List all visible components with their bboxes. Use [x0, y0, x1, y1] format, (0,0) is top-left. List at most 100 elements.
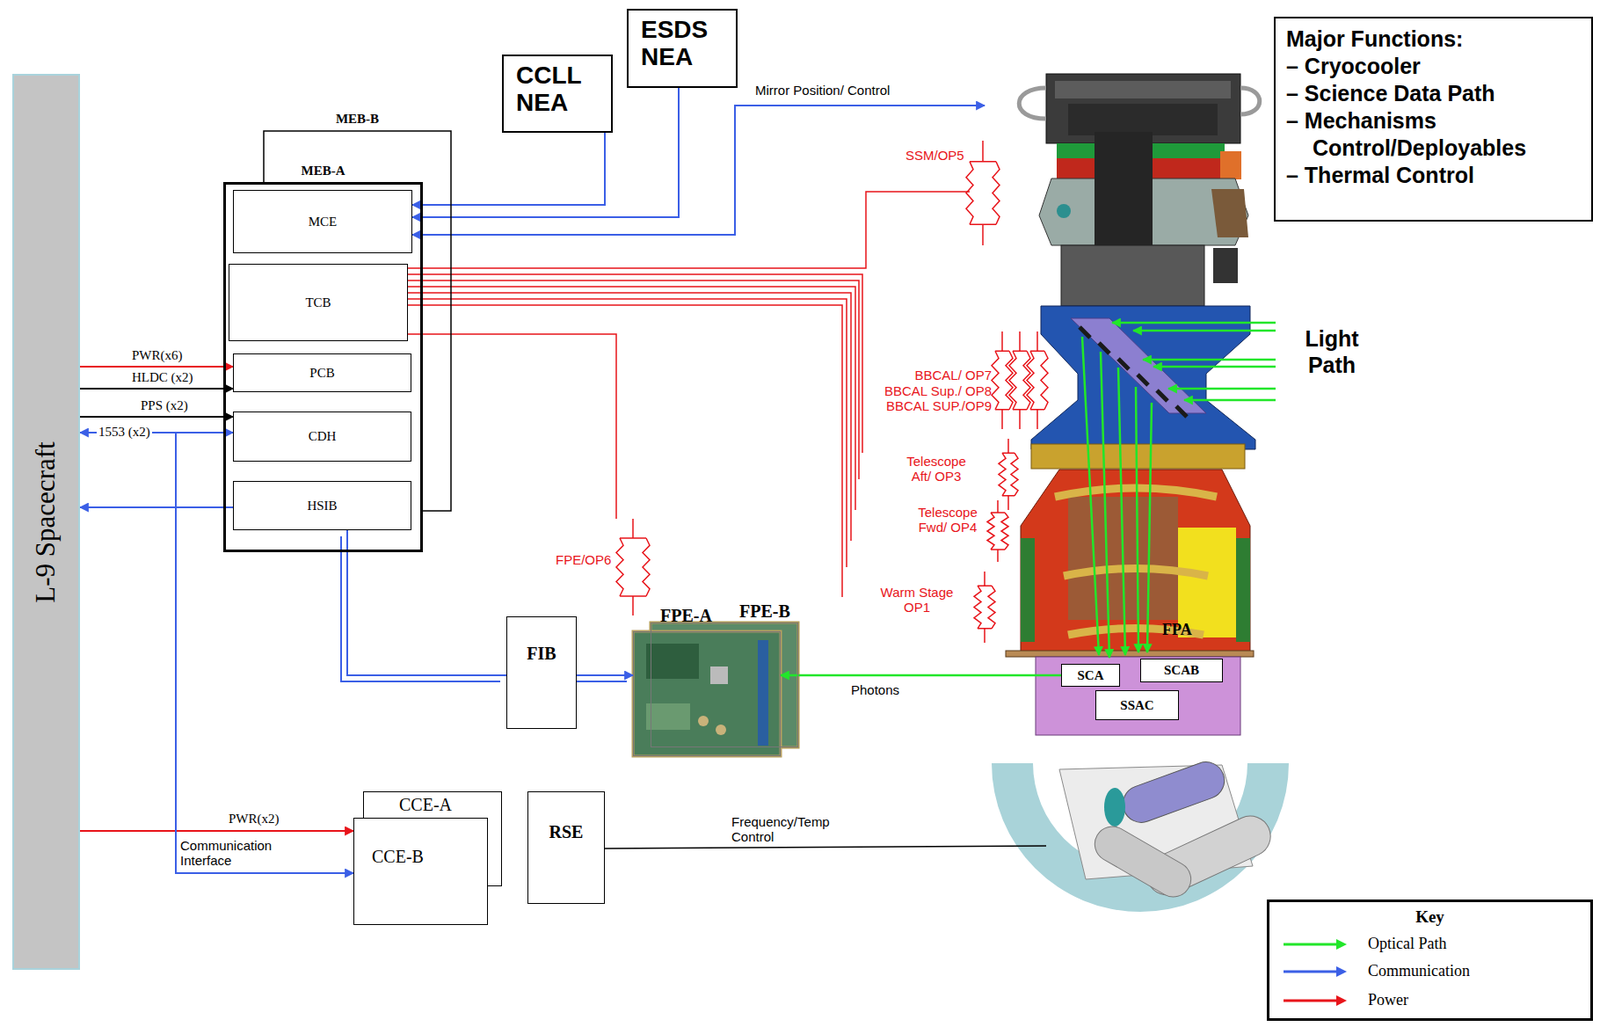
connector-line-pair — [341, 536, 501, 682]
legend-box: Key — [1266, 899, 1593, 1021]
heater-label: BBCAL/ OP7 — [914, 367, 992, 383]
legend-sample-head — [1336, 966, 1347, 977]
connector — [412, 132, 605, 205]
electronics-box: MEB-AMCETCBPCBCDHHSIB — [223, 181, 423, 553]
box-label: – Thermal Control — [1286, 161, 1475, 190]
heater-label: Warm Stage OP1 — [877, 584, 957, 615]
resistor-symbol — [616, 518, 650, 616]
cryocooler-tank — [1088, 820, 1198, 904]
connector-line — [80, 415, 233, 418]
light-ray — [1147, 402, 1152, 653]
callout-label: Light Path — [1287, 325, 1376, 379]
resistor-symbol — [998, 438, 1019, 510]
heater-wire — [407, 274, 863, 453]
legend-sample-line — [1283, 969, 1339, 973]
box-label: PCB — [309, 365, 335, 381]
box-label: – Mechanisms Control/Deployables — [1286, 107, 1581, 162]
baffle — [1118, 358, 1129, 370]
signal-label: PWR(x6) — [131, 348, 183, 364]
signal-label: 1553 (x2) — [96, 424, 153, 440]
box-label: MEB-A — [225, 163, 421, 179]
legend-sample-line — [1283, 942, 1339, 946]
box-label: Major Functions: — [1286, 25, 1463, 53]
board-box: HSIB — [232, 480, 412, 531]
legend-text: Power — [1367, 990, 1409, 1010]
telescope-panel — [1178, 527, 1237, 638]
legend-sample — [1283, 964, 1349, 979]
box-label: CCE-B — [371, 846, 488, 867]
heater-label: Telescope Fwd/ OP4 — [910, 504, 985, 535]
mirror-housing — [1031, 305, 1256, 450]
board-photo-frame: FPE-A — [632, 631, 781, 757]
heater-label: BBCAL SUP./OP9 — [886, 398, 992, 414]
connector-line — [80, 365, 233, 368]
board-component — [715, 724, 727, 735]
connector-line — [80, 829, 354, 832]
heater-label: FPE/OP6 — [555, 552, 611, 568]
connector-line — [80, 387, 233, 390]
control-line — [412, 105, 985, 235]
electronics-housing — [1068, 103, 1218, 136]
cable — [1240, 87, 1260, 115]
connector-line — [780, 674, 1062, 677]
heater-wire — [407, 298, 847, 568]
baffle — [1176, 406, 1187, 417]
signal-label: Photons — [850, 682, 900, 698]
focal-plane-base — [1035, 656, 1241, 735]
board-component — [698, 715, 709, 727]
heater-wire — [407, 280, 859, 480]
light-ray — [1168, 387, 1276, 391]
light-ray — [1082, 336, 1099, 655]
legend-text: Optical Path — [1367, 934, 1447, 953]
box-label: CDH — [308, 429, 337, 444]
signal-label: PPS (x2) — [140, 398, 189, 414]
telescope-panel — [1020, 538, 1035, 642]
box-label: SCAB — [1163, 662, 1200, 678]
telescope-body — [1020, 469, 1251, 654]
light-ray — [1153, 365, 1276, 369]
box-label: Key — [1269, 907, 1591, 927]
legend-sample — [1283, 993, 1349, 1008]
heater-label: Telescope Aft/ OP3 — [901, 453, 972, 484]
heater-wire — [407, 286, 856, 510]
interface-ring — [1031, 443, 1245, 469]
connector — [80, 388, 233, 390]
spacecraft-band: L-9 Spacecraft — [12, 73, 80, 970]
cryocooler-compressor — [1117, 756, 1230, 829]
cryocooler-ring — [1104, 787, 1126, 827]
box-label: CCE-A — [399, 794, 452, 815]
unit-box: FIB — [506, 616, 577, 729]
box-label: FPE-A — [660, 605, 713, 626]
resistor-symbol — [974, 571, 996, 643]
box-label: SSAC — [1120, 698, 1154, 713]
unit-box: ESDS NEA — [626, 8, 738, 88]
signal-label: PWR(x2) — [228, 811, 280, 827]
connector — [570, 675, 633, 682]
connector-line — [80, 506, 233, 509]
connector — [80, 416, 233, 418]
mechanism-block — [1213, 247, 1238, 284]
light-ray — [1142, 358, 1276, 362]
board-box: CDH — [232, 411, 412, 462]
box-label: MEB-B — [263, 111, 451, 127]
heater-wire — [407, 305, 843, 597]
connector-line-pair — [570, 680, 627, 683]
circuit-board — [632, 631, 781, 757]
mechanism-block — [1061, 245, 1205, 306]
light-ray — [1133, 329, 1276, 333]
board-chip — [710, 666, 728, 684]
heater-label: SSM/OP5 — [905, 147, 965, 163]
signal-label: HLDC (x2) — [131, 370, 194, 386]
unit-box: CCE-B — [353, 817, 488, 925]
board-photo-frame: FPE-B — [650, 622, 799, 748]
callout-label: Frequency/Temp Control — [731, 814, 846, 844]
box-label: RSE — [549, 821, 584, 843]
board-component — [646, 643, 699, 679]
cable — [1018, 87, 1047, 119]
functions-box: Major Functions:– Cryocooler– Science Da… — [1273, 16, 1593, 222]
heater-wire — [407, 334, 617, 519]
resistor-symbol — [966, 140, 1000, 246]
board-component — [646, 703, 691, 730]
legend-sample-line — [1283, 998, 1339, 1002]
